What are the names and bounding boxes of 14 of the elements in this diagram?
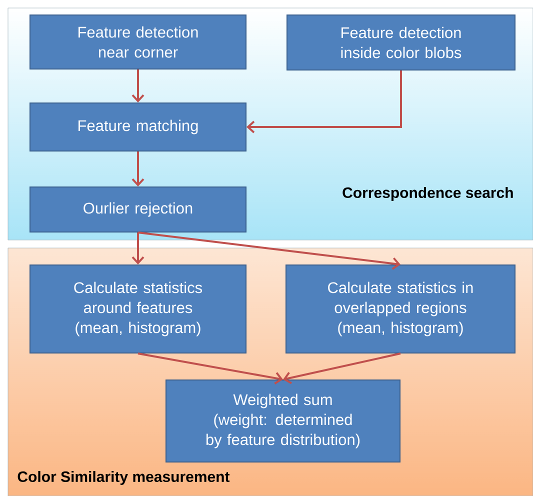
process-box: Calculate statistics around features (mean, histogram) <box>30 264 246 354</box>
arrow <box>132 152 144 186</box>
arrow <box>246 70 402 134</box>
arrow <box>138 232 400 270</box>
process-box: Feature detection inside color blobs <box>286 14 516 70</box>
arrow <box>132 232 144 264</box>
arrow <box>138 352 283 384</box>
process-box: Feature detection near corner <box>30 14 246 70</box>
arrow <box>132 70 144 102</box>
arrow <box>283 352 401 384</box>
process-box: Ourlier rejection <box>30 186 246 232</box>
process-box: Weighted sum (weight: determined by feature distribution) <box>166 380 400 462</box>
process-box: Feature matching <box>30 102 246 152</box>
process-box: Calculate statistics in overlapped regions (mean, histogram) <box>286 264 516 354</box>
